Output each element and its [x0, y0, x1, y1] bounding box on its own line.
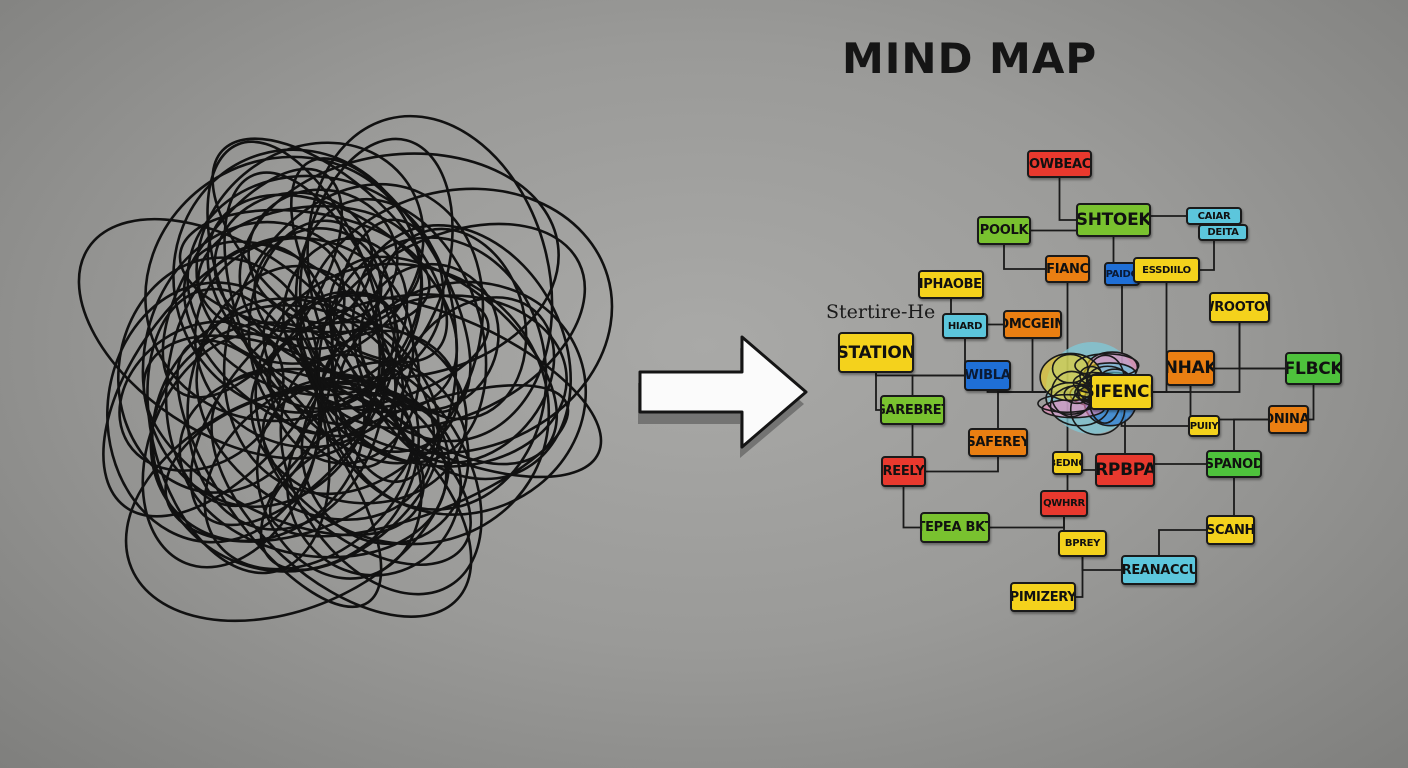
scribble-loop: [186, 174, 445, 397]
mind-map-node: SIPHAOBEN: [918, 270, 984, 299]
mind-map-node: PIMIZERY: [1010, 582, 1076, 612]
tangled-scribble: [77, 114, 614, 623]
scribble-loop: [77, 217, 373, 460]
mind-map-node: GAREBRET: [880, 395, 945, 425]
mind-map-node: SCANH: [1206, 515, 1255, 545]
scribble-loop: [334, 280, 588, 516]
scribble-loop: [268, 290, 421, 465]
scribble-loop: [203, 376, 415, 571]
scribble-loop: [317, 236, 548, 511]
scribble-loop: [178, 208, 431, 334]
scribble-loop: [149, 321, 366, 543]
scribble-loop: [289, 157, 472, 414]
mind-map-node: ESSDIILO: [1133, 257, 1200, 283]
mind-map-node: REELY: [881, 456, 926, 487]
mind-map-node: SPANOD: [1206, 450, 1262, 478]
mind-map-node: HIARD: [942, 313, 988, 339]
scribble-loop: [176, 338, 383, 609]
scribble-loop: [306, 114, 554, 443]
mind-map-node: ONINAI: [1268, 405, 1309, 434]
mind-map-node: BOWBEACE: [1027, 150, 1092, 178]
side-label: Stertire-He: [826, 301, 936, 323]
scribble-loop: [254, 262, 551, 546]
mind-map-node: SHTOEK: [1076, 203, 1151, 237]
mind-map-node: ERPBPAT: [1095, 453, 1155, 487]
mind-map-node: CAIAR: [1186, 207, 1242, 225]
arrow-icon: [638, 335, 808, 458]
scribble-loop: [106, 281, 323, 544]
page-title: MIND MAP: [842, 34, 1098, 83]
scribble-loop: [144, 155, 423, 423]
mind-map-node: BPREY: [1058, 530, 1107, 557]
scribble-loop: [295, 294, 603, 479]
mind-map-node: POOLK: [977, 216, 1031, 245]
scribble-loop: [102, 235, 346, 518]
mind-map-node: FLBCK: [1285, 352, 1342, 385]
scribble-loop: [182, 240, 397, 438]
scribble-loop: [206, 193, 459, 414]
mind-map-node: SIFENCE: [1090, 374, 1153, 410]
mind-map-node: OMCGEIM: [1003, 310, 1062, 339]
scribble-loop: [195, 141, 425, 365]
mind-map-node: STEPEA BKTY: [920, 512, 990, 543]
mind-map-node: PUIIY: [1188, 415, 1220, 437]
scribble-loop: [238, 152, 560, 380]
scribble-loop: [351, 224, 572, 481]
mind-map-node: SAFEREY: [968, 428, 1028, 457]
scribble-loop: [222, 182, 485, 496]
mind-map-node: WROOTOW: [1209, 292, 1270, 323]
mind-map-node: DEITA: [1198, 224, 1248, 241]
scribble-loop: [262, 296, 440, 465]
mind-map-node: GREANACCUL: [1121, 555, 1197, 585]
mind-map-node: FIANC: [1045, 255, 1090, 283]
mind-map-node: STATION: [838, 332, 914, 373]
scribble-loop: [330, 218, 458, 484]
mind-map-node: QWHRR: [1040, 490, 1088, 517]
mind-map-node: BEDNO: [1052, 451, 1083, 475]
scribble-loop: [294, 197, 488, 464]
mind-map-node: NHAK: [1166, 350, 1215, 386]
scribble-loop: [141, 332, 321, 569]
scribble-loop: [358, 262, 500, 412]
mind-map-node: WIBLA: [964, 360, 1011, 391]
